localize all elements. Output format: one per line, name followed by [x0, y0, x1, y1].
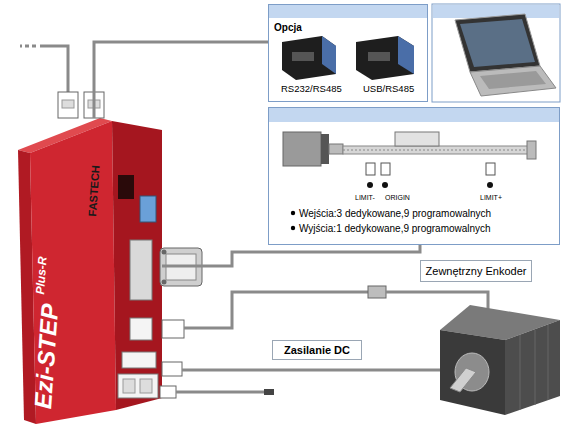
encoder-plug	[162, 320, 184, 338]
product-label: Plus-R	[34, 256, 50, 295]
motor-socket	[122, 352, 156, 368]
rj-plug-latch	[62, 100, 74, 108]
db-screw	[162, 280, 167, 285]
motor-plug	[162, 362, 182, 376]
laptop-keyboard	[480, 71, 546, 89]
node-text: Wyjścia:1 dedykowane,9 programowalnych	[299, 223, 491, 234]
limit-sensor	[366, 163, 375, 175]
motor-side	[505, 320, 560, 415]
end-block	[527, 141, 536, 159]
rotary-switch	[140, 196, 156, 222]
node-text: LIMIT+	[480, 194, 502, 202]
driver-front	[30, 121, 116, 424]
encoder-joint	[368, 286, 386, 298]
db-screw	[162, 250, 167, 255]
lead-screw	[343, 150, 529, 151]
callout-box: Zewnętrzny Enkoder	[420, 260, 532, 282]
power-plug	[160, 386, 176, 398]
converter-side	[398, 36, 414, 74]
motor-front	[440, 330, 505, 415]
motor-flange	[321, 134, 329, 164]
laptop-screen	[455, 14, 540, 72]
usb-converter	[356, 36, 414, 80]
encoder-socket	[130, 318, 152, 340]
power-cable	[176, 391, 264, 394]
limit-sensor	[486, 163, 495, 175]
power-socket	[118, 374, 158, 398]
rj-plug	[84, 92, 104, 118]
laptop-base	[470, 66, 556, 96]
db-connector	[160, 248, 202, 286]
segment-display	[118, 175, 134, 199]
node-text: Zewnętrzny Enkoder	[421, 261, 531, 281]
power-pin	[123, 379, 135, 393]
coupling	[329, 144, 343, 154]
sensor-dot	[382, 182, 388, 188]
rs232-converter	[282, 36, 336, 80]
motor-cable	[182, 369, 446, 372]
panel-header-band	[269, 108, 559, 122]
carriage	[395, 132, 439, 146]
node-text: RS232/RS485	[281, 84, 342, 94]
rail	[343, 146, 529, 154]
origin-sensor	[381, 163, 390, 175]
sensor-dot	[367, 182, 373, 188]
node-text: Zasilanie DC	[273, 341, 361, 359]
info-panel: LIMIT- ORIGIN LIMIT+ Wejścia:3 dedykowane,9…	[268, 107, 560, 245]
node-text: USB/RS485	[363, 84, 414, 94]
driver-side	[112, 121, 162, 410]
motor-rib	[548, 325, 549, 400]
node-text: Wejścia:3 dedykowane,9 programowalnych	[299, 208, 491, 219]
product-label: FASTECH	[86, 165, 102, 217]
cable-end	[20, 45, 36, 48]
panel-fill	[268, 107, 560, 245]
rj-plug	[58, 92, 78, 118]
laptop-display	[460, 19, 535, 67]
info-panel: OpcjaRS232/RS485 USB/RS485	[268, 4, 428, 102]
converter-side	[322, 36, 336, 74]
db-connector-shell	[166, 254, 196, 280]
bullet	[291, 211, 295, 215]
node-text: Opcja	[274, 22, 302, 33]
product-label: Ezi-STEP	[30, 303, 64, 410]
converter-port	[368, 52, 390, 61]
motor-rib	[535, 330, 536, 405]
driver-body: Ezi-STEP Plus-R FASTECH	[18, 118, 162, 422]
stage-motor	[283, 132, 321, 166]
cable-connector	[94, 42, 268, 118]
panel-header-band	[269, 5, 427, 18]
encoder-cable	[184, 292, 368, 328]
sensor-dot	[487, 182, 493, 188]
node-text: LIMIT-	[355, 194, 375, 202]
cable-connector	[162, 245, 420, 266]
rj-plug-latch	[88, 100, 100, 108]
bullet	[291, 226, 295, 230]
motor-shaft	[450, 368, 476, 392]
power-cable-tip	[264, 389, 274, 395]
power-pin	[140, 379, 152, 393]
laptop-panel	[432, 4, 560, 102]
converter-port	[292, 52, 314, 61]
motor-rib	[520, 335, 521, 410]
callout-box: Zasilanie DC	[272, 340, 362, 360]
panel-fill	[268, 4, 428, 102]
io-socket	[130, 240, 152, 300]
node-text: ORIGIN	[385, 194, 410, 202]
